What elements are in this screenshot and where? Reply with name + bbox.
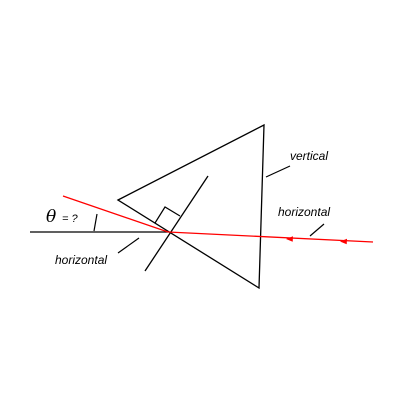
normal-line (144, 175, 209, 272)
right-angle-marker (154, 206, 181, 224)
theta-symbol: θ (46, 207, 56, 227)
incoming-light-ray (167, 231, 374, 243)
angle-indicator-line (93, 213, 98, 232)
vertical-leader-line (265, 165, 291, 178)
prism-triangle (116, 123, 265, 290)
horizontal-right-label: horizontal (278, 205, 330, 219)
vertical-label: vertical (290, 149, 328, 163)
horizontal-left-label: horizontal (55, 253, 107, 267)
horizontal-left-leader-line (117, 237, 140, 254)
emerging-light-ray (62, 195, 169, 233)
ray-arrowhead-left (286, 236, 293, 242)
ray-arrowhead-right (340, 238, 347, 245)
theta-unknown-label: = ? (62, 213, 78, 225)
horizontal-right-leader-line (309, 223, 325, 237)
